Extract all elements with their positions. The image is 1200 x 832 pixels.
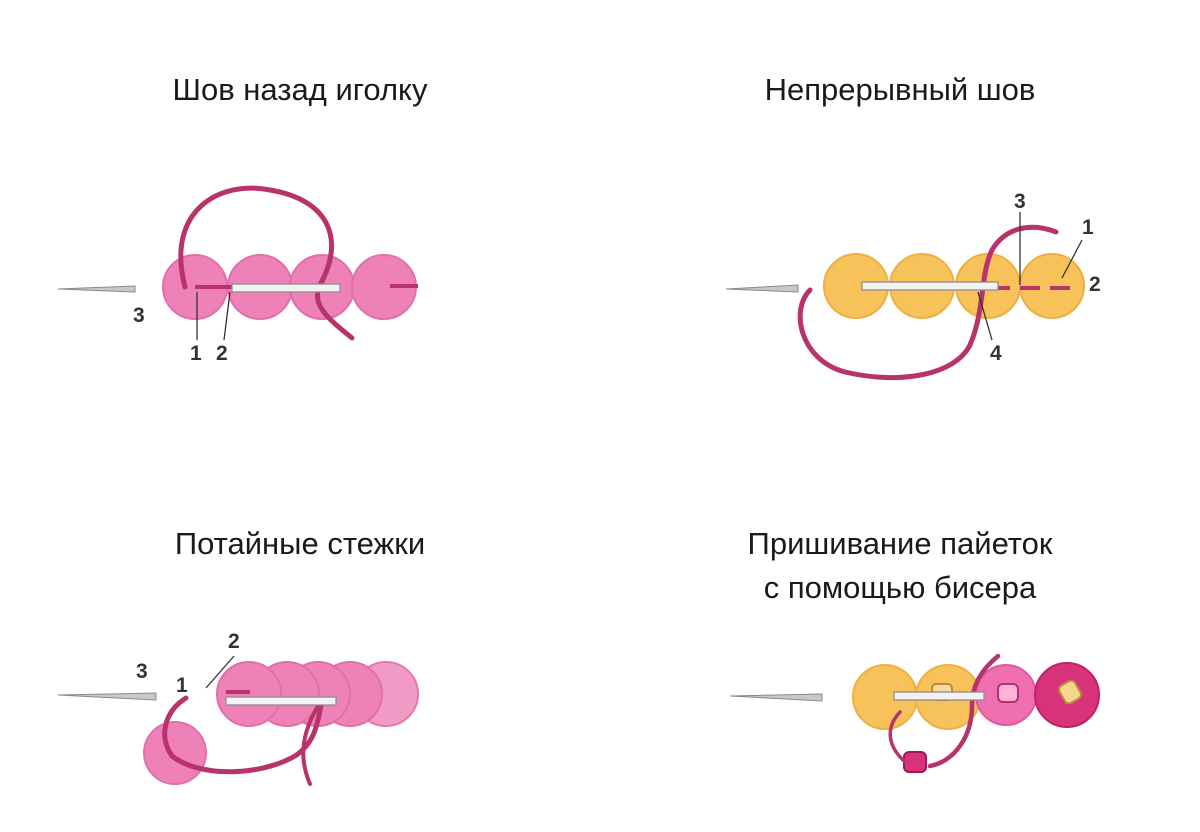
- label-1: 1: [1082, 216, 1094, 239]
- continuous-stitch-diagram: 1 2 3 4: [725, 190, 1101, 381]
- panel-title: Шов назад иголку: [172, 72, 428, 107]
- label-3: 3: [1014, 190, 1026, 213]
- panel-hidden-stitches: Потайные стежки 2 1 3: [0, 416, 600, 832]
- back-stitch-diagram: 1 2 3: [57, 185, 418, 365]
- label-4: 4: [990, 342, 1002, 365]
- thread: [178, 185, 355, 341]
- sequins-with-beads-diagram: [729, 653, 1100, 773]
- panel-back-stitch: Шов назад иголку 1 2 3: [0, 0, 600, 416]
- needle-through-icon: [231, 283, 341, 293]
- label-1: 1: [190, 342, 202, 365]
- label-3: 3: [136, 660, 148, 683]
- thread: [927, 653, 1001, 769]
- thread: [162, 695, 325, 775]
- panel-sequins-with-beads: Пришивание пайеток с помощью бисера: [600, 416, 1200, 832]
- needle-icon: [725, 284, 799, 293]
- label-2: 2: [228, 630, 240, 653]
- label-3: 3: [133, 304, 145, 327]
- needle-through-icon: [893, 691, 985, 701]
- label-2: 2: [216, 342, 228, 365]
- thread: [797, 224, 1059, 381]
- label-2: 2: [1089, 273, 1101, 296]
- needle-through-icon: [861, 281, 999, 291]
- panel-title: Непрерывный шов: [764, 72, 1036, 107]
- needle-through-icon: [225, 696, 337, 706]
- needle-icon: [57, 692, 157, 701]
- label-1: 1: [176, 674, 188, 697]
- needle-icon: [57, 285, 136, 293]
- panel-title: Потайные стежки: [174, 526, 426, 561]
- panel-title-line-2: с помощью бисера: [763, 570, 1037, 605]
- needle-icon: [729, 693, 823, 702]
- hidden-stitches-diagram: 2 1 3: [57, 630, 419, 786]
- panel-title-line-1: Пришивание пайеток: [747, 526, 1053, 561]
- panel-continuous-stitch: Непрерывный шов 1 2 3 4: [600, 0, 1200, 416]
